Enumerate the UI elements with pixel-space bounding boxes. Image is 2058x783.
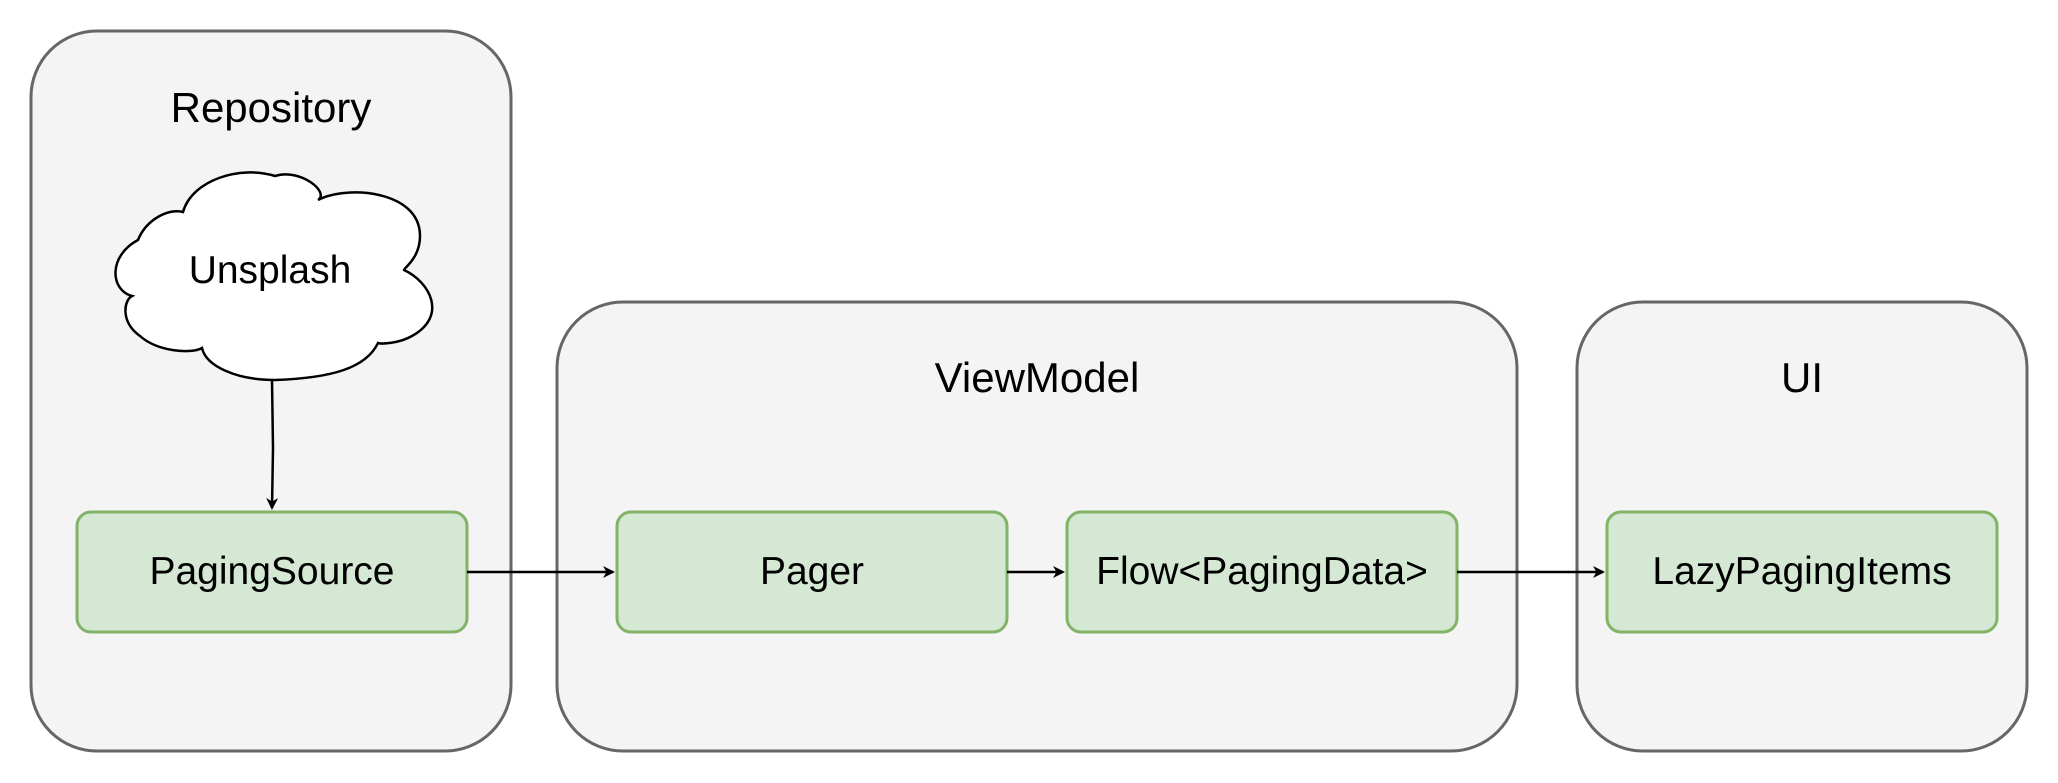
- unsplash-label: Unsplash: [188, 249, 352, 292]
- viewmodel-title: ViewModel: [934, 354, 1140, 401]
- flow-paging-data-label: Flow<PagingData>: [1096, 550, 1428, 593]
- lazy-paging-items-label: LazyPagingItems: [1652, 550, 1952, 593]
- pager-label: Pager: [759, 550, 865, 593]
- ui-title: UI: [1781, 354, 1823, 401]
- paging-source-label: PagingSource: [149, 550, 395, 593]
- repository-title: Repository: [170, 84, 372, 131]
- edge-unsplash-to-pagingsource: [266, 379, 279, 510]
- viewmodel-container[interactable]: [555, 300, 1519, 753]
- lazy-paging-items-node[interactable]: [1605, 510, 1999, 634]
- unsplash-cloud-shape[interactable]: [114, 171, 434, 382]
